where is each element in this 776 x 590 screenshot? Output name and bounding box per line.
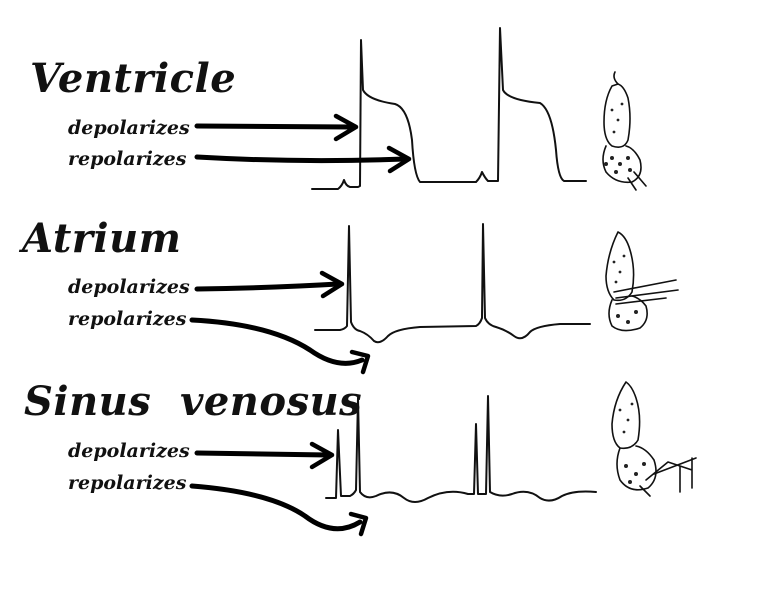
atrium-depolarizes-label: depolarizes [68,276,190,298]
atrium-repolarizes-label: repolarizes [68,308,187,330]
atrium-title: Atrium [18,215,181,262]
atrium-action-potential-trace [314,223,591,344]
sinus-venosus-depolarizes-arrow [194,441,335,470]
atrium-heart-sketch-icon [605,231,679,332]
atrium-depolarizes-arrow [194,270,345,299]
ventricle-section: Ventricle depolarizes repolarizes [30,27,647,191]
ventricle-repolarizes-arrow [194,145,412,174]
atrium-repolarizes-arrow [189,317,371,375]
sinus-venosus-action-potential-trace [325,395,597,503]
sinus-venosus-title: Sinus venosus [24,378,362,425]
ventricle-depolarizes-label: depolarizes [68,117,190,139]
sinus-venosus-depolarizes-label: depolarizes [68,440,190,462]
ventricle-depolarizes-arrow [194,113,359,142]
ventricle-repolarizes-label: repolarizes [68,148,187,170]
ventricle-title: Ventricle [30,55,236,102]
sinus-venosus-section: Sinus venosus depolarizes repolarizes [24,378,697,537]
sinus-venosus-heart-sketch-icon [611,381,697,497]
sinus-venosus-repolarizes-label: repolarizes [68,472,187,494]
atrium-section: Atrium depolarizes repolarizes [18,215,679,375]
ventricle-action-potential-trace [311,27,587,190]
ventricle-heart-sketch-icon [602,71,647,191]
sinus-venosus-repolarizes-arrow [189,483,369,537]
